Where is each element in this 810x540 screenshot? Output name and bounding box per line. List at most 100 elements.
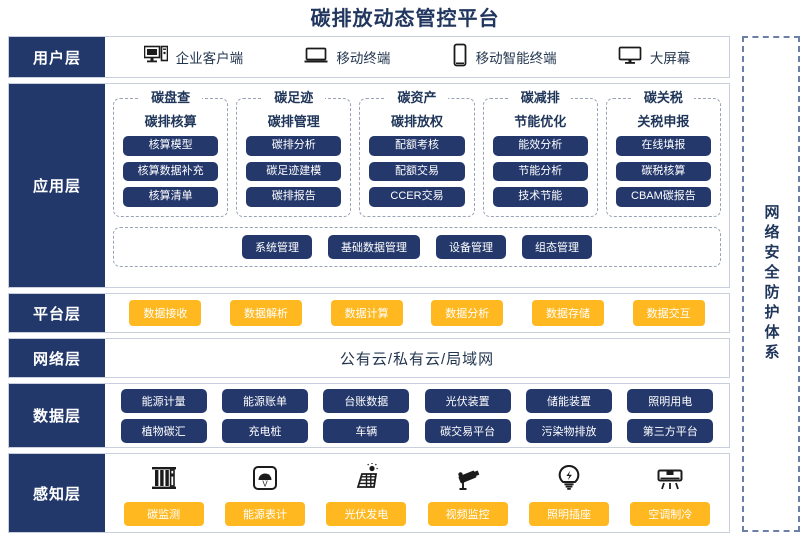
user-item-large-screen[interactable]: 大屏幕 <box>618 45 691 70</box>
network-text: 公有云/私有云/局域网 <box>339 350 495 368</box>
app-item-pill[interactable]: 技术节能 <box>492 187 588 207</box>
layer-network-body: 公有云/私有云/局域网 <box>105 339 729 377</box>
svg-text:V: V <box>262 479 268 488</box>
data-pill[interactable]: 第三方平台 <box>627 418 714 443</box>
app-column-carbon-tariff: 碳关税 关税申报 在线填报 碳税核算 CBAM碳报告 <box>605 90 722 217</box>
user-item-enterprise-client[interactable]: 企业客户端 <box>143 45 244 70</box>
laptop-icon <box>304 45 328 70</box>
sense-item-carbon-monitor[interactable]: 碳监测 <box>123 461 204 526</box>
app-column-carbon-footprint: 碳足迹 碳排管理 碳排分析 碳足迹建模 碳排报告 <box>236 90 352 217</box>
app-item-pill[interactable]: 碳足迹建模 <box>246 161 342 182</box>
user-item-label: 移动智能终端 <box>475 51 557 66</box>
air-conditioner-icon <box>655 461 685 493</box>
app-column-box: 关税申报 在线填报 碳税核算 CBAM碳报告 <box>605 98 722 217</box>
user-item-smart-mobile-terminal[interactable]: 移动智能终端 <box>452 43 557 72</box>
user-item-label: 大屏幕 <box>649 51 691 66</box>
layer-application-body: 碳盘查 碳排核算 核算模型 核算数据补充 核算清单 碳足迹 碳排管理 碳排分析 <box>105 84 729 287</box>
app-item-pill[interactable]: 碳排报告 <box>246 187 342 207</box>
platform-pill[interactable]: 数据计算 <box>330 300 403 326</box>
management-pill[interactable]: 设备管理 <box>436 234 506 259</box>
app-item-pill[interactable]: 碳税核算 <box>615 161 712 182</box>
layer-application: 应用层 碳盘查 碳排核算 核算模型 核算数据补充 核算清单 碳足迹 <box>8 83 730 288</box>
data-pill[interactable]: 车辆 <box>323 418 410 443</box>
user-item-label: 企业客户端 <box>175 51 244 66</box>
data-pill[interactable]: 植物碳汇 <box>120 418 207 443</box>
layer-data: 数据层 能源计量 能源账单 台账数据 光伏装置 储能装置 照明用电 植物碳汇 充… <box>8 383 730 448</box>
app-column-title: 碳减排 <box>509 90 572 107</box>
layer-platform-label: 平台层 <box>9 294 105 332</box>
sense-item-lighting-socket[interactable]: 照明插座 <box>528 461 609 526</box>
sense-item-label: 照明插座 <box>528 501 609 526</box>
layer-sense-body: 碳监测 V 能源表计 <box>105 454 729 532</box>
smartphone-icon <box>452 43 468 72</box>
app-column-carbon-reduction: 碳减排 节能优化 能效分析 节能分析 技术节能 <box>482 90 598 217</box>
layer-stack: 用户层 企业客户端 <box>8 36 730 538</box>
management-pill[interactable]: 系统管理 <box>242 234 312 259</box>
platform-pill[interactable]: 数据接收 <box>129 300 202 326</box>
data-pill[interactable]: 充电桩 <box>221 418 308 443</box>
app-item-pill[interactable]: 核算清单 <box>123 187 219 207</box>
solar-panel-icon <box>351 461 381 493</box>
app-column-carbon-asset: 碳资产 碳排放权 配额考核 配额交易 CCER交易 <box>359 90 475 217</box>
app-item-pill[interactable]: 配额交易 <box>369 161 465 182</box>
user-item-label: 移动终端 <box>336 51 391 66</box>
app-column-subtitle: 节能优化 <box>514 114 567 129</box>
sense-item-solar-power[interactable]: 光伏发电 <box>326 461 407 526</box>
desktop-tower-icon <box>143 45 168 70</box>
app-column-title: 碳盘查 <box>139 90 202 107</box>
layer-user-label: 用户层 <box>9 37 105 77</box>
sense-item-label: 空调制冷 <box>630 501 711 526</box>
app-item-pill[interactable]: 核算数据补充 <box>123 161 219 182</box>
app-item-pill[interactable]: 核算模型 <box>123 136 219 156</box>
sense-item-label: 能源表计 <box>224 501 305 526</box>
platform-pill[interactable]: 数据交互 <box>632 300 705 326</box>
data-pill[interactable]: 储能装置 <box>525 388 612 413</box>
sense-item-energy-meter[interactable]: V 能源表计 <box>224 461 305 526</box>
app-column-box: 碳排放权 配额考核 配额交易 CCER交易 <box>359 98 475 217</box>
data-pill[interactable]: 能源计量 <box>120 388 207 413</box>
layer-platform: 平台层 数据接收 数据解析 数据计算 数据分析 数据存储 数据交互 <box>8 293 730 333</box>
layer-sense-label: 感知层 <box>9 454 105 532</box>
data-pill[interactable]: 台账数据 <box>323 388 410 413</box>
app-item-pill[interactable]: 碳排分析 <box>246 136 342 156</box>
platform-pill[interactable]: 数据分析 <box>431 300 504 326</box>
layer-user-body: 企业客户端 移动终端 <box>105 37 729 77</box>
data-pill[interactable]: 照明用电 <box>627 388 714 413</box>
energy-meter-icon: V <box>250 461 280 493</box>
application-management-box: 系统管理 基础数据管理 设备管理 组态管理 <box>113 226 721 267</box>
app-column-box: 碳排核算 核算模型 核算数据补充 核算清单 <box>113 98 229 217</box>
app-column-subtitle: 碳排管理 <box>267 114 320 129</box>
data-pill[interactable]: 能源账单 <box>221 388 308 413</box>
sense-item-air-conditioning[interactable]: 空调制冷 <box>630 461 711 526</box>
app-item-pill[interactable]: CBAM碳报告 <box>615 187 712 207</box>
layer-application-label: 应用层 <box>9 84 105 287</box>
platform-pill[interactable]: 数据解析 <box>229 300 302 326</box>
app-item-pill[interactable]: 配额考核 <box>369 136 465 156</box>
app-column-box: 碳排管理 碳排分析 碳足迹建模 碳排报告 <box>236 98 352 217</box>
cctv-camera-icon <box>453 461 483 493</box>
management-pill[interactable]: 基础数据管理 <box>328 234 420 259</box>
carbon-monitor-icon <box>149 461 179 493</box>
layer-network: 网络层 公有云/私有云/局域网 <box>8 338 730 378</box>
app-item-pill[interactable]: 在线填报 <box>615 136 712 156</box>
app-item-pill[interactable]: 能效分析 <box>492 136 588 156</box>
security-panel-label: 网络安全防护体系 <box>762 204 780 364</box>
app-column-carbon-inventory: 碳盘查 碳排核算 核算模型 核算数据补充 核算清单 <box>113 90 229 217</box>
app-item-pill[interactable]: 节能分析 <box>492 161 588 182</box>
layer-sense: 感知层 碳监测 <box>8 453 730 533</box>
management-pill[interactable]: 组态管理 <box>522 234 592 259</box>
layer-platform-body: 数据接收 数据解析 数据计算 数据分析 数据存储 数据交互 <box>105 294 729 332</box>
data-row: 植物碳汇 充电桩 车辆 碳交易平台 污染物排放 第三方平台 <box>113 418 721 443</box>
sense-item-label: 碳监测 <box>123 501 204 526</box>
user-item-mobile-terminal[interactable]: 移动终端 <box>304 45 390 70</box>
app-column-title: 碳足迹 <box>262 90 325 107</box>
sense-item-label: 视频监控 <box>427 501 508 526</box>
data-pill[interactable]: 光伏装置 <box>424 388 511 413</box>
platform-pill[interactable]: 数据存储 <box>531 300 604 326</box>
data-pill[interactable]: 碳交易平台 <box>424 418 511 443</box>
layer-user: 用户层 企业客户端 <box>8 36 730 78</box>
sense-item-video-surveillance[interactable]: 视频监控 <box>427 461 508 526</box>
data-pill[interactable]: 污染物排放 <box>525 418 612 443</box>
app-item-pill[interactable]: CCER交易 <box>369 187 465 207</box>
